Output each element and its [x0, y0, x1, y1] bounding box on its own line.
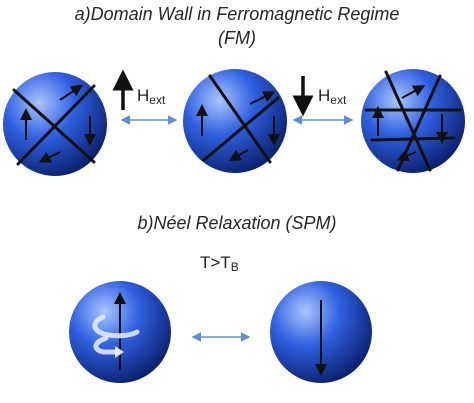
neel-sphere-rotating: [69, 281, 171, 383]
domain-sphere-3: [361, 69, 465, 173]
domain-wall-line: [208, 74, 272, 164]
field-label-subscript: ext: [330, 93, 347, 107]
domain-wall-line: [384, 70, 432, 172]
title-ferromagnetic-abbrev: (FM): [218, 28, 256, 48]
moment-arrow-icon: [228, 149, 249, 161]
temperature-label-subscript: B: [230, 260, 239, 274]
field-label-main: H: [318, 86, 331, 105]
moment-arrow-icon: [249, 91, 276, 105]
domain-sphere-1: [3, 72, 107, 176]
title-ferromagnetic: a)Domain Wall in Ferromagnetic Regime: [74, 4, 400, 24]
domain-wall-line: [16, 84, 96, 166]
temperature-label: T>TB: [200, 253, 239, 274]
field-label-main: H: [137, 86, 150, 105]
rotation-arrow-icon: [92, 314, 140, 339]
sphere: [361, 69, 465, 173]
moment-arrow-icon: [38, 151, 61, 163]
field-label-down: Hext: [318, 86, 346, 107]
neel-sphere-flipped: [270, 281, 372, 383]
temperature-label-main: T>T: [200, 253, 231, 272]
domain-sphere-2: [183, 69, 287, 173]
rotation-arrow-icon: [115, 346, 124, 358]
field-label-subscript: ext: [149, 93, 166, 107]
domain-wall-line: [202, 96, 280, 162]
rotation-arrow-icon: [93, 335, 121, 355]
moment-arrow-icon: [59, 84, 83, 101]
field-label-up: Hext: [137, 86, 165, 107]
title-neel-relaxation: b)Néel Relaxation (SPM): [137, 213, 337, 233]
moment-arrow-icon: [396, 150, 417, 162]
moment-arrow-icon: [401, 85, 426, 99]
